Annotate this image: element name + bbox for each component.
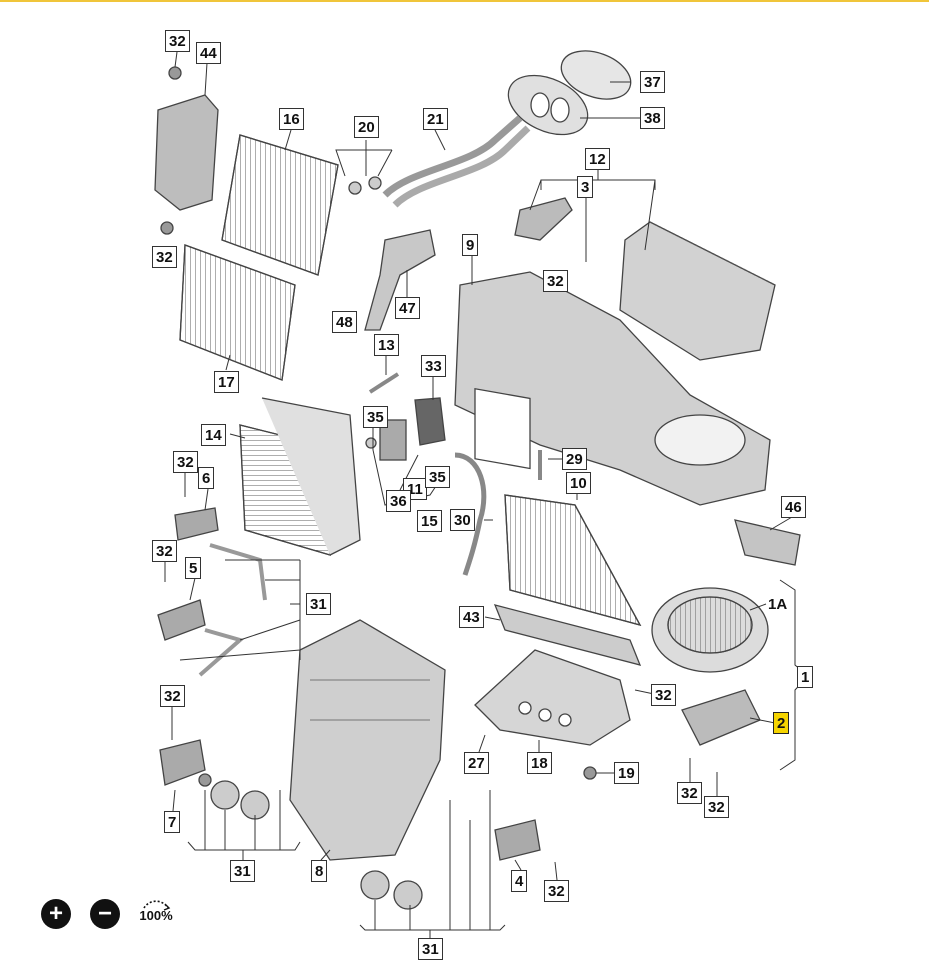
callout-21[interactable]: 21 <box>423 108 448 130</box>
bolt-icon <box>160 221 174 235</box>
callout-17[interactable]: 17 <box>214 371 239 393</box>
zoom-reset-button[interactable]: 100% <box>136 898 176 930</box>
callout-27[interactable]: 27 <box>464 752 489 774</box>
callout-20[interactable]: 20 <box>354 116 379 138</box>
callout-1[interactable]: 1 <box>797 666 814 688</box>
callout-2-highlighted[interactable]: 2 <box>773 712 790 734</box>
callout-32[interactable]: 32 <box>152 540 177 562</box>
part-4-actuator <box>494 819 541 861</box>
callout-32[interactable]: 32 <box>704 796 729 818</box>
part-17-core <box>179 244 296 381</box>
callout-44[interactable]: 44 <box>196 42 221 64</box>
callout-38[interactable]: 38 <box>640 107 665 129</box>
callout-43[interactable]: 43 <box>459 606 484 628</box>
callout-8[interactable]: 8 <box>311 860 328 882</box>
callout-10[interactable]: 10 <box>566 472 591 494</box>
part-31-linkage <box>209 543 267 601</box>
part-30-hose <box>454 452 487 576</box>
callout-30[interactable]: 30 <box>450 509 475 531</box>
part-43-cover <box>493 604 642 666</box>
callout-29[interactable]: 29 <box>562 448 587 470</box>
part-12-housing <box>619 221 776 361</box>
callout-18[interactable]: 18 <box>527 752 552 774</box>
part-8-lower-housing <box>289 619 446 861</box>
callout-46[interactable]: 46 <box>781 496 806 518</box>
part-7-actuator <box>159 739 206 786</box>
part-37-gasket <box>560 50 632 100</box>
callout-47[interactable]: 47 <box>395 297 420 319</box>
part-6-actuator <box>174 507 219 541</box>
part-3-actuator <box>514 197 573 241</box>
top-accent-line <box>0 0 929 2</box>
callout-32[interactable]: 32 <box>173 451 198 473</box>
part-2-resistor <box>681 689 761 746</box>
callout-16[interactable]: 16 <box>279 108 304 130</box>
callout-4[interactable]: 4 <box>511 870 528 892</box>
part-16-heater-core <box>221 134 339 276</box>
callout-31[interactable]: 31 <box>230 860 255 882</box>
callout-48[interactable]: 48 <box>332 311 357 333</box>
zoom-in-button[interactable]: + <box>41 899 71 929</box>
part-18-tray <box>474 649 631 746</box>
callout-32[interactable]: 32 <box>677 782 702 804</box>
part-10-filter <box>504 494 642 627</box>
nut-icon <box>583 766 597 780</box>
callout-6[interactable]: 6 <box>198 467 215 489</box>
callout-5[interactable]: 5 <box>185 557 202 579</box>
callout-1A[interactable]: 1A <box>768 596 788 613</box>
callout-32[interactable]: 32 <box>543 270 568 292</box>
callout-31[interactable]: 31 <box>418 938 443 960</box>
callout-35[interactable]: 35 <box>363 406 388 428</box>
part-47-bracket <box>364 229 436 331</box>
callout-3[interactable]: 3 <box>577 176 594 198</box>
callout-32[interactable]: 32 <box>152 246 177 268</box>
part-20-clip <box>348 181 362 195</box>
callout-9[interactable]: 9 <box>462 234 479 256</box>
callout-31[interactable]: 31 <box>306 593 331 615</box>
callout-33[interactable]: 33 <box>421 355 446 377</box>
callout-32[interactable]: 32 <box>544 880 569 902</box>
part-21-pipes <box>382 115 523 198</box>
zoom-out-button[interactable]: − <box>90 899 120 929</box>
callout-13[interactable]: 13 <box>374 334 399 356</box>
callout-15[interactable]: 15 <box>417 510 442 532</box>
part-33-grommet <box>414 397 446 446</box>
part-44-bracket <box>154 94 219 211</box>
zoom-level-text: 100% <box>139 908 173 923</box>
reset-zoom-icon <box>143 900 171 911</box>
callout-37[interactable]: 37 <box>640 71 665 93</box>
callout-7[interactable]: 7 <box>164 811 181 833</box>
callout-12[interactable]: 12 <box>585 148 610 170</box>
callout-36[interactable]: 36 <box>386 490 411 512</box>
part-46-bracket <box>734 519 801 566</box>
callout-32[interactable]: 32 <box>165 30 190 52</box>
callout-19[interactable]: 19 <box>614 762 639 784</box>
part-13-bolt <box>368 372 400 394</box>
callout-35[interactable]: 35 <box>425 466 450 488</box>
part-5-actuator <box>157 599 206 641</box>
bolt-icon <box>168 66 182 80</box>
callout-32[interactable]: 32 <box>651 684 676 706</box>
callout-14[interactable]: 14 <box>201 424 226 446</box>
callout-32[interactable]: 32 <box>160 685 185 707</box>
